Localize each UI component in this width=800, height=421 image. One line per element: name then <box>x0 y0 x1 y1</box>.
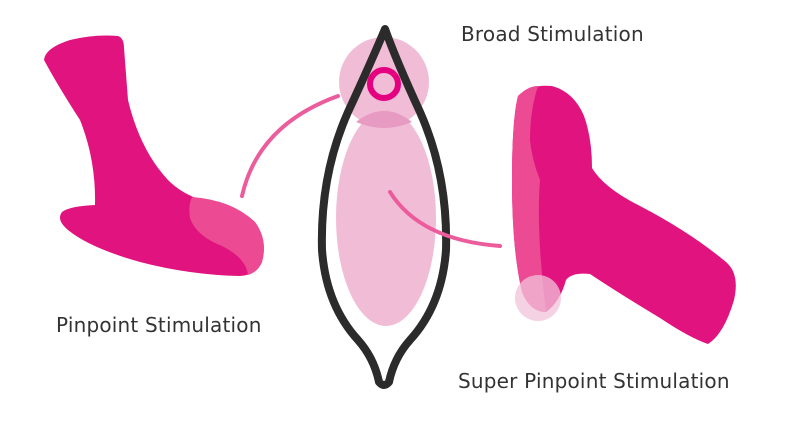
anatomy-diagram <box>317 25 451 389</box>
broad-zone-circle <box>339 37 429 127</box>
anatomy-outline <box>317 25 451 389</box>
pinpoint-connector-arc <box>240 94 340 198</box>
overlap-zone <box>356 111 412 128</box>
broad-stimulation-label: Broad Stimulation <box>461 22 644 46</box>
pinpoint-device <box>44 35 264 276</box>
super-pinpoint-device <box>512 85 736 344</box>
inner-zone-ellipse <box>336 110 436 326</box>
pinpoint-device-tip-highlight <box>189 197 264 275</box>
super-pinpoint-zone-circle <box>515 275 561 321</box>
super-pinpoint-device-body <box>512 85 736 344</box>
super-pinpoint-stimulation-label: Super Pinpoint Stimulation <box>458 369 730 393</box>
pinpoint-stimulation-label: Pinpoint Stimulation <box>56 313 262 337</box>
super-pinpoint-device-edge-highlight <box>512 86 546 312</box>
super-pinpoint-connector-arc <box>388 190 502 248</box>
clitoris-ring <box>367 67 401 101</box>
